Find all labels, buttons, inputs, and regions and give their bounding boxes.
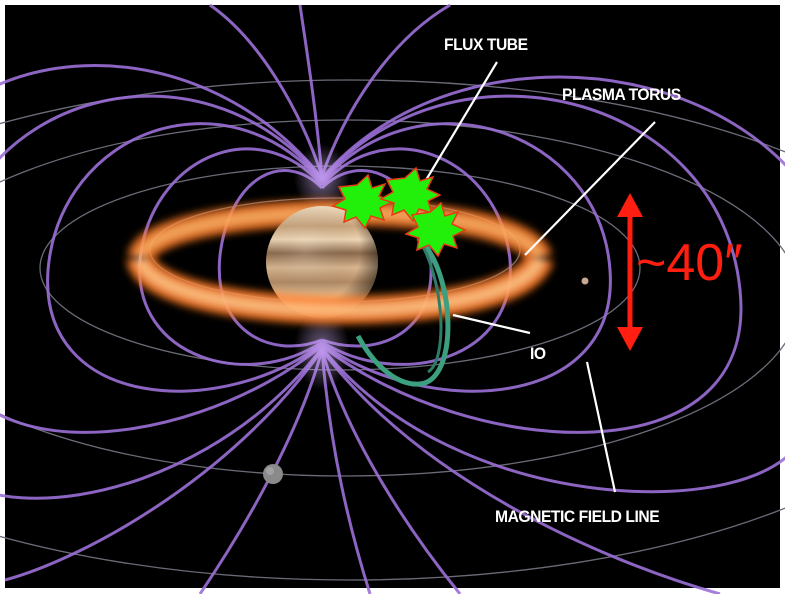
field-line [320, 347, 785, 494]
io-flux-tube [355, 236, 451, 387]
south-pole-glow [294, 310, 350, 390]
plasma-torus-label: PLASMA TORUS [562, 85, 681, 104]
field-line [0, 347, 324, 500]
field-line [320, 75, 785, 179]
field-line [320, 122, 612, 393]
flux-tube-leader [419, 61, 498, 191]
double-headed-arrow-icon [617, 193, 643, 351]
io-leader [452, 313, 531, 335]
angular-size-label: ~40″ [636, 234, 743, 292]
emission-spot-icon [379, 166, 442, 223]
outer-moon-icon [263, 464, 283, 484]
emission-spot-icon [404, 201, 467, 258]
leader-lines [419, 61, 656, 493]
flux-tube-label: FLUX TUBE [444, 35, 528, 54]
emission-spot-icon [331, 173, 394, 230]
north-pole-glow [294, 144, 350, 212]
plasma-torus-front [126, 251, 554, 325]
io-moon-icon [581, 277, 589, 285]
field-line [0, 64, 324, 179]
plasma-torus-leader [524, 121, 656, 256]
emission-spots [331, 166, 467, 258]
field-line [0, 94, 324, 434]
orbit-ellipse [0, 79, 785, 581]
field-line [320, 349, 721, 594]
magnetic-field-line-leader [585, 361, 617, 493]
field-line [46, 122, 324, 393]
outer-moon-highlight [266, 467, 274, 475]
magnetic-field-line-label: MAGNETIC FIELD LINE [495, 507, 660, 526]
field-line [320, 147, 512, 366]
io-label: IO [530, 344, 546, 363]
jupiter-planet [266, 206, 378, 318]
field-line [4, 349, 324, 582]
field-line [217, 169, 324, 348]
